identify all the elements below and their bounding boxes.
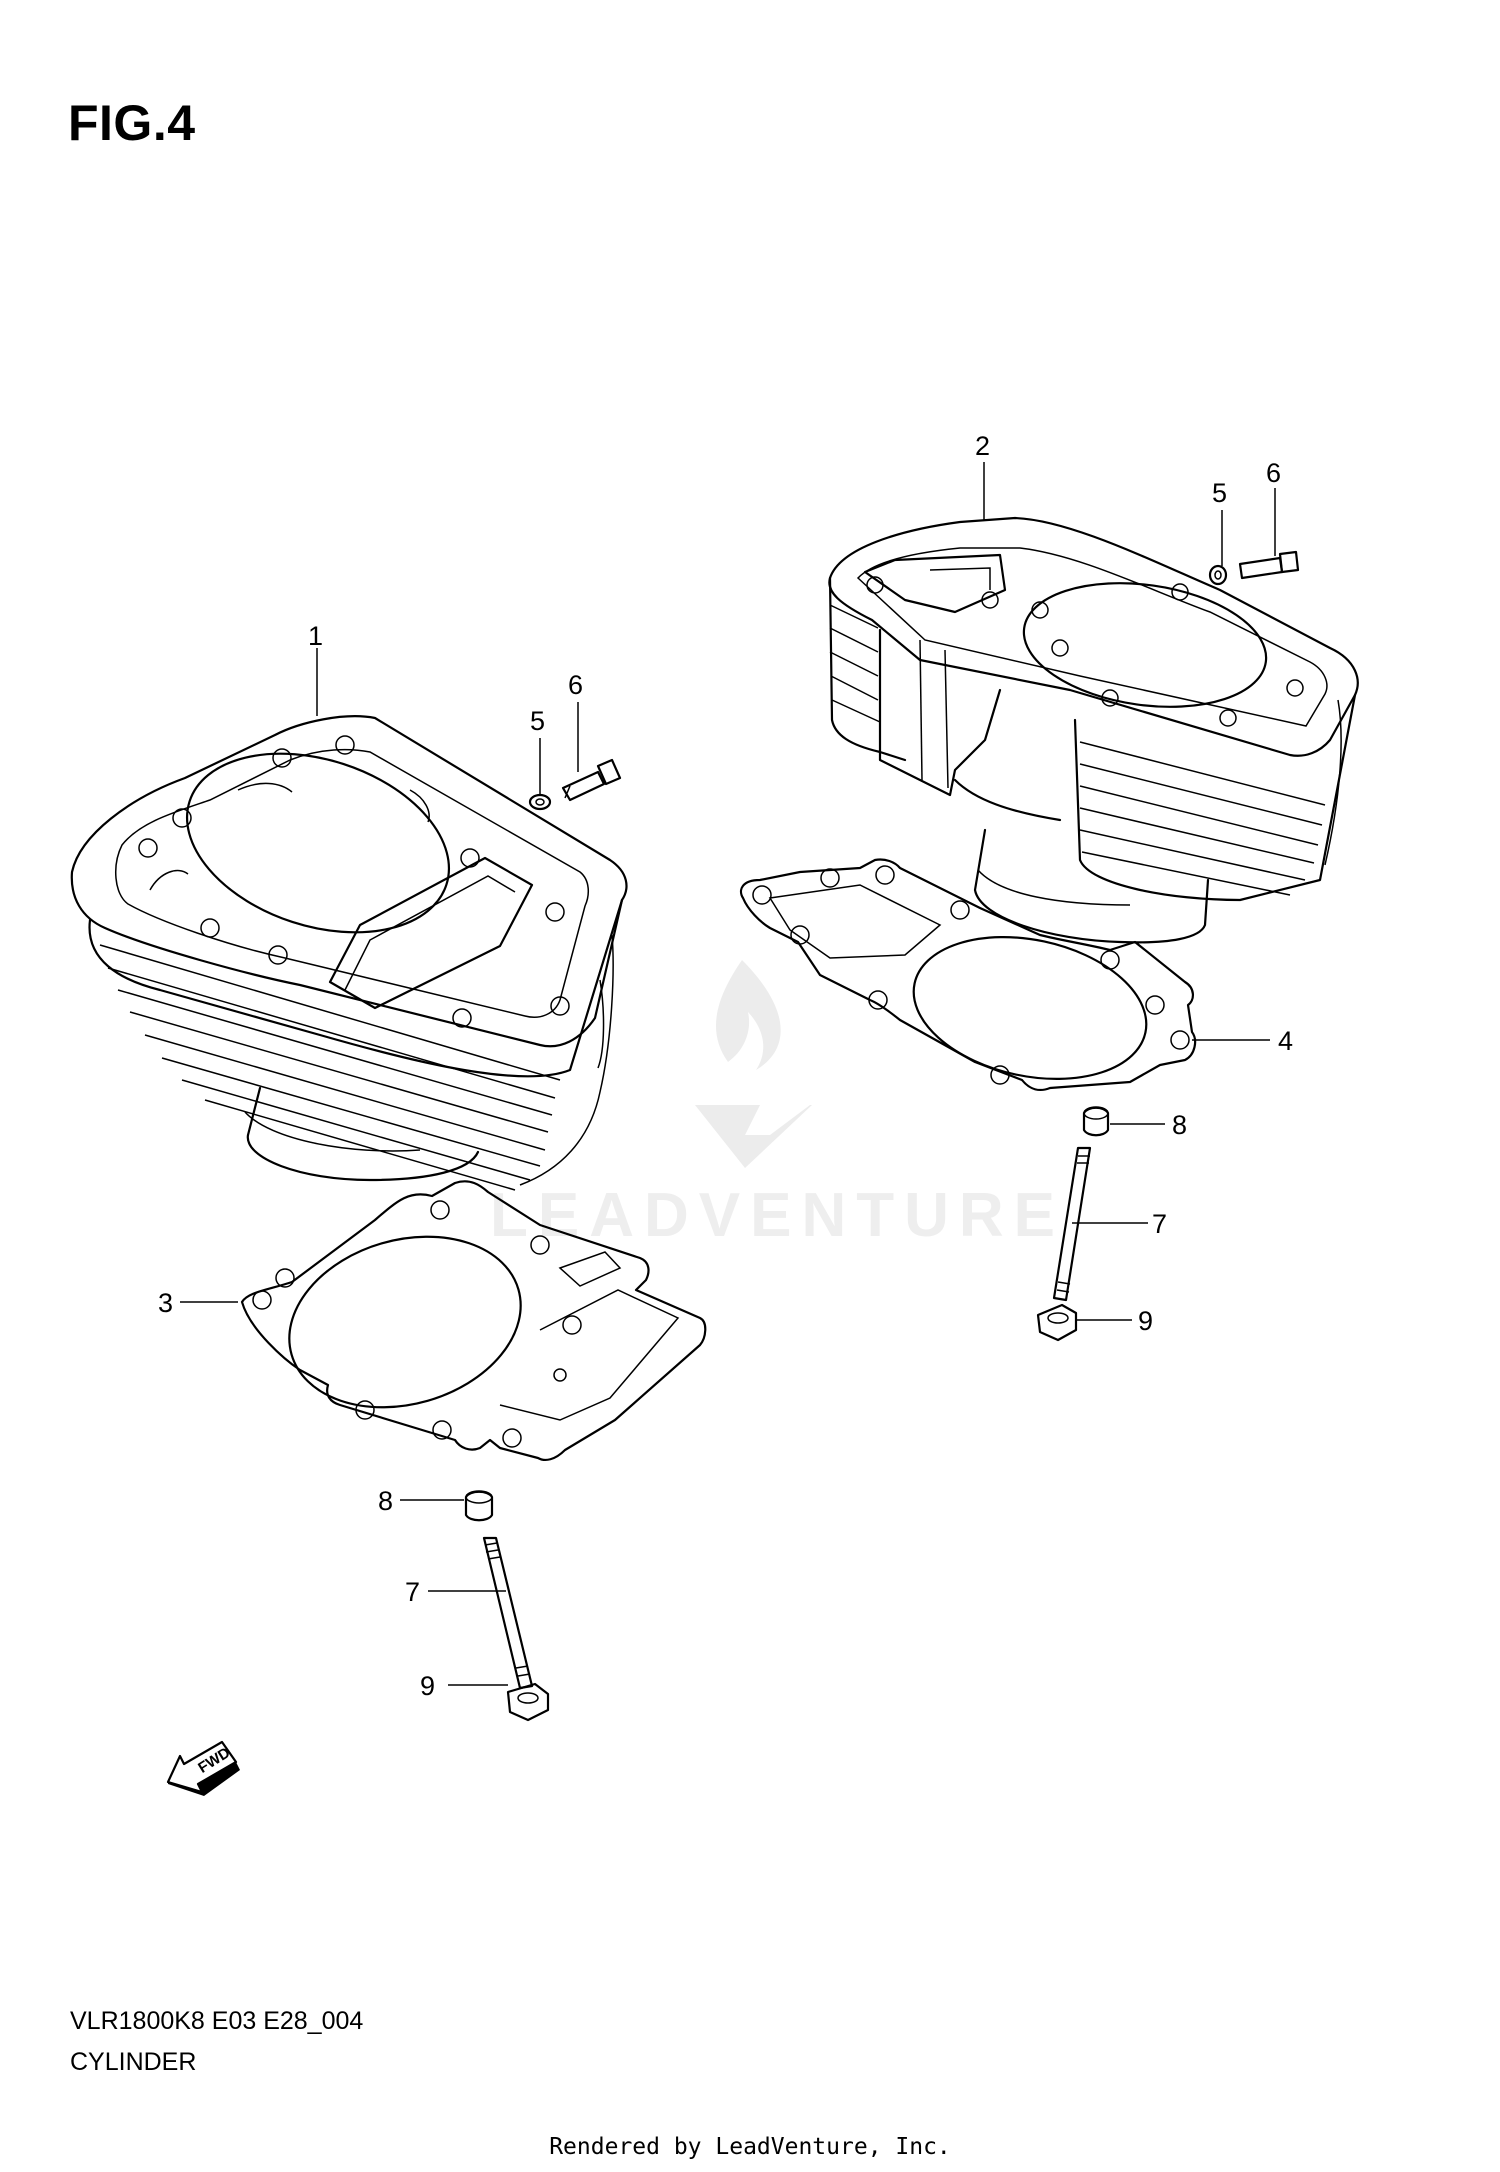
front-dowel-part[interactable] — [464, 1490, 494, 1522]
callout-6-rear: 6 — [1266, 458, 1281, 488]
front-bolt-part[interactable] — [561, 758, 622, 802]
diagram-caption: CYLINDER — [70, 2048, 197, 2076]
callout-1: 1 — [308, 621, 323, 651]
rear-dowel-part[interactable] — [1082, 1106, 1110, 1137]
rear-stud-part[interactable] — [1052, 1146, 1092, 1302]
rear-bolt-part[interactable] — [1238, 550, 1300, 580]
front-cylinder-part[interactable] — [70, 715, 628, 1191]
forward-direction-arrow-icon: FWD — [166, 1740, 240, 1796]
model-code: VLR1800K8 E03 E28_004 — [70, 2007, 364, 2035]
callout-8-rear: 8 — [1172, 1110, 1187, 1140]
callout-7-front: 7 — [405, 1577, 420, 1607]
callout-9-front: 9 — [420, 1671, 435, 1701]
front-washer-part[interactable] — [528, 793, 552, 811]
rear-cylinder-gasket-part[interactable] — [739, 858, 1197, 1099]
callout-5-rear: 5 — [1212, 478, 1227, 508]
watermark-logo — [695, 960, 812, 1168]
callout-7-rear: 7 — [1152, 1209, 1167, 1239]
leader-lines — [180, 462, 1276, 1686]
callout-5-front: 5 — [530, 706, 545, 736]
callout-8-front: 8 — [378, 1486, 393, 1516]
rear-nut-part[interactable] — [1036, 1303, 1078, 1342]
front-nut-part[interactable] — [506, 1682, 550, 1722]
front-cylinder-gasket-part[interactable] — [240, 1180, 707, 1461]
render-credit: Rendered by LeadVenture, Inc. — [549, 2134, 951, 2160]
callout-9-rear: 9 — [1138, 1306, 1153, 1336]
callout-6-front: 6 — [568, 670, 583, 700]
callout-labels: 1 2 3 4 5 6 5 6 7 8 9 7 8 9 — [158, 431, 1293, 1701]
figure-title: FIG.4 — [68, 95, 196, 151]
callout-2: 2 — [975, 431, 990, 461]
callout-3: 3 — [158, 1288, 173, 1318]
rear-cylinder-part[interactable] — [828, 516, 1359, 944]
front-stud-part[interactable] — [482, 1536, 534, 1690]
callout-4: 4 — [1278, 1026, 1293, 1056]
rear-washer-part[interactable] — [1208, 564, 1228, 586]
